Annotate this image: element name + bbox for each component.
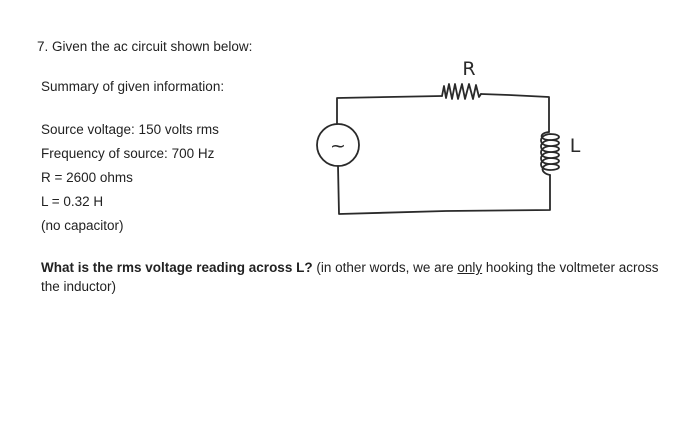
question-prompt: What is the rms voltage reading across L… — [41, 258, 661, 296]
question-prompt-underlined: only — [457, 260, 483, 275]
source-voltage: Source voltage: 150 volts rms — [41, 122, 219, 137]
wire-bottom — [337, 165, 551, 215]
question-prompt-part1: (in other words, we are — [312, 260, 458, 275]
resistance-value: R = 2600 ohms — [41, 170, 133, 185]
source-frequency: Frequency of source: 700 Hz — [41, 146, 215, 161]
question-title: 7. Given the ac circuit shown below: — [37, 39, 253, 54]
wire-top-left — [336, 95, 443, 125]
resistor-label: R — [462, 58, 475, 80]
inductor-label: L — [570, 135, 581, 157]
no-capacitor-note: (no capacitor) — [41, 218, 124, 233]
ac-source-symbol — [316, 123, 360, 167]
wire-top-right — [480, 93, 550, 133]
inductor-symbol — [540, 131, 560, 176]
summary-heading: Summary of given information: — [41, 79, 225, 94]
question-prompt-bold: What is the rms voltage reading across L… — [41, 260, 313, 275]
inductance-value: L = 0.32 H — [41, 194, 104, 209]
question-prompt-part2: hooking the voltmeter across the inducto… — [41, 260, 659, 294]
ac-source-wave-icon: ~ — [330, 135, 346, 157]
resistor-symbol — [441, 83, 482, 100]
